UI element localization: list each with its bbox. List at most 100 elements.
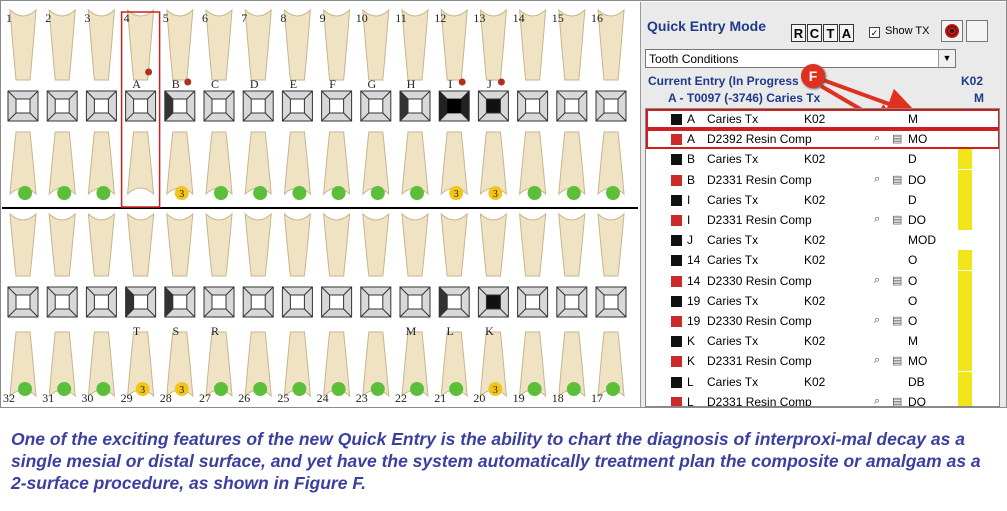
implant-dot[interactable] xyxy=(410,382,424,396)
lower-tooth[interactable] xyxy=(48,212,76,277)
lower-surface-box-occlusal[interactable] xyxy=(407,294,423,310)
upper-tooth[interactable] xyxy=(87,8,115,81)
upper-crown[interactable] xyxy=(479,131,508,196)
upper-tooth[interactable] xyxy=(479,8,507,81)
implant-dot[interactable] xyxy=(449,382,464,396)
lower-surface-box-occlusal[interactable] xyxy=(329,294,345,310)
lower-tooth[interactable] xyxy=(518,212,547,277)
implant-dot[interactable] xyxy=(606,382,620,396)
note-icon[interactable]: ▤ xyxy=(892,395,903,407)
implant-dot[interactable] xyxy=(96,382,111,396)
upper-surface-box-occlusal[interactable] xyxy=(250,98,266,114)
count-badge[interactable] xyxy=(174,382,189,396)
implant-dot[interactable] xyxy=(370,186,385,200)
implant-dot[interactable] xyxy=(57,186,72,200)
upper-tooth[interactable] xyxy=(362,8,390,81)
note-icon[interactable]: ▤ xyxy=(892,173,903,186)
upper-surface-box-occlusal[interactable] xyxy=(485,98,501,114)
upper-crown[interactable] xyxy=(440,131,468,196)
lower-surface-box-occlusal[interactable] xyxy=(485,294,501,310)
lower-tooth[interactable] xyxy=(205,212,233,277)
chevron-down-icon[interactable]: ▼ xyxy=(938,50,955,67)
count-badge[interactable] xyxy=(135,382,150,396)
upper-tooth[interactable] xyxy=(9,8,37,81)
upper-surface-box-occlusal[interactable] xyxy=(407,98,423,114)
caries-mark[interactable] xyxy=(145,68,153,76)
lower-tooth[interactable] xyxy=(440,212,468,277)
implant-dot[interactable] xyxy=(18,382,32,396)
implant-dot[interactable] xyxy=(331,186,346,200)
implant-dot[interactable] xyxy=(214,186,228,200)
upper-surface-box-distal[interactable] xyxy=(439,91,448,121)
upper-crown[interactable] xyxy=(126,131,155,196)
lower-surface-box-occlusal[interactable] xyxy=(250,294,266,310)
lower-tooth[interactable] xyxy=(87,212,116,277)
lower-surface-box-occlusal[interactable] xyxy=(172,294,188,310)
lower-tooth[interactable] xyxy=(401,212,429,277)
upper-surface-box-occlusal[interactable] xyxy=(211,98,227,114)
lower-surface-box-occlusal[interactable] xyxy=(93,294,109,310)
caries-mark[interactable] xyxy=(184,78,192,86)
upper-surface-box-occlusal[interactable] xyxy=(564,98,580,114)
upper-surface-box-occlusal[interactable] xyxy=(289,98,305,114)
magnify-icon[interactable]: ⌕ xyxy=(874,314,881,326)
lower-surface-box-occlusal[interactable] xyxy=(133,294,149,310)
upper-surface-box-occlusal[interactable] xyxy=(133,98,149,114)
lower-surface-box-occlusal[interactable] xyxy=(211,294,227,310)
lower-tooth[interactable] xyxy=(9,212,37,277)
lower-tooth[interactable] xyxy=(283,212,312,277)
implant-dot[interactable] xyxy=(331,382,346,396)
count-badge[interactable] xyxy=(449,186,464,200)
note-icon[interactable]: ▤ xyxy=(892,355,903,368)
upper-tooth[interactable] xyxy=(283,8,311,81)
note-icon[interactable]: ▤ xyxy=(892,214,903,226)
upper-surface-box-occlusal[interactable] xyxy=(172,98,188,114)
implant-dot[interactable] xyxy=(253,382,268,396)
upper-tooth[interactable] xyxy=(48,8,76,81)
lower-surface-box-occlusal[interactable] xyxy=(15,294,31,310)
condition-dropdown[interactable]: Tooth Conditions ▼ xyxy=(645,49,956,68)
lower-surface-box-occlusal[interactable] xyxy=(289,294,305,310)
upper-tooth[interactable] xyxy=(401,8,429,81)
upper-crown[interactable] xyxy=(48,131,76,196)
upper-crown[interactable] xyxy=(9,131,37,196)
magnify-icon[interactable]: ⌕ xyxy=(874,273,881,286)
lower-surface-box-distal[interactable] xyxy=(439,287,448,317)
t-button[interactable]: T xyxy=(823,24,838,42)
upper-surface-box-occlusal-fill[interactable] xyxy=(447,99,462,113)
upper-surface-box-occlusal[interactable] xyxy=(525,98,541,114)
lower-surface-box-occlusal[interactable] xyxy=(525,294,541,310)
upper-surface-box-occlusal[interactable] xyxy=(54,98,70,114)
magnify-icon[interactable]: ⌕ xyxy=(874,394,881,407)
upper-crown[interactable] xyxy=(87,131,116,196)
implant-dot[interactable] xyxy=(292,186,307,200)
upper-crown[interactable] xyxy=(166,131,194,196)
upper-crown[interactable] xyxy=(205,131,233,196)
lower-surface-box-distal[interactable] xyxy=(125,287,134,317)
lower-tooth[interactable] xyxy=(597,212,625,277)
implant-dot[interactable] xyxy=(253,186,268,200)
implant-dot[interactable] xyxy=(566,382,581,396)
caries-mark[interactable] xyxy=(497,78,505,86)
magnify-icon[interactable]: ⌕ xyxy=(874,213,881,225)
implant-dot[interactable] xyxy=(527,186,542,200)
implant-dot[interactable] xyxy=(96,186,111,200)
upper-surface-box-occlusal[interactable] xyxy=(93,98,109,114)
lower-surface-box-occlusal[interactable] xyxy=(603,294,619,310)
implant-dot[interactable] xyxy=(527,382,542,396)
implant-dot[interactable] xyxy=(18,186,32,200)
lower-surface-box-distal[interactable] xyxy=(164,287,173,317)
upper-tooth[interactable] xyxy=(166,8,194,81)
upper-tooth[interactable] xyxy=(244,8,272,81)
upper-crown[interactable] xyxy=(362,131,390,196)
upper-crown[interactable] xyxy=(401,131,429,196)
